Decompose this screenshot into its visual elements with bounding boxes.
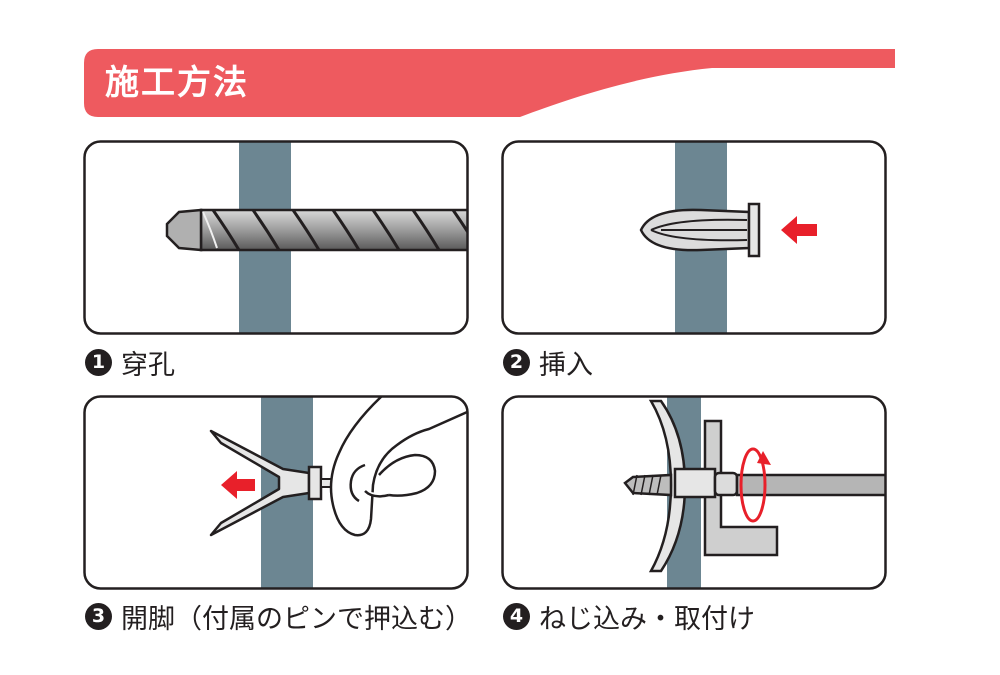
rotate-arrow-icon bbox=[739, 447, 771, 523]
step-label: 挿入 bbox=[539, 349, 593, 381]
step-1-caption: 1 穿孔 bbox=[85, 344, 175, 381]
page-title: 施工方法 bbox=[105, 63, 249, 103]
step-3-panel bbox=[83, 395, 469, 590]
step-label: 開脚（付属のピンで押込む） bbox=[121, 603, 472, 635]
step-number-badge: 2 bbox=[503, 348, 530, 376]
anchor-plug-icon bbox=[639, 202, 761, 258]
step-number-badge: 1 bbox=[85, 348, 112, 376]
step-2-panel bbox=[501, 140, 887, 335]
step-number-badge: 4 bbox=[503, 602, 530, 630]
screw-bracket-icon bbox=[623, 399, 886, 573]
step-2-caption: 2 挿入 bbox=[503, 344, 593, 381]
step-label: 穿孔 bbox=[121, 349, 175, 381]
arrow-left-icon bbox=[221, 471, 255, 499]
arrow-left-icon bbox=[781, 216, 817, 244]
header-banner bbox=[84, 49, 895, 117]
step-4-caption: 4 ねじ込み・取付け bbox=[503, 598, 755, 635]
step-label: ねじ込み・取付け bbox=[539, 603, 755, 635]
step-number-badge: 3 bbox=[85, 602, 112, 630]
step-4-panel bbox=[501, 395, 887, 590]
hand-pin-icon bbox=[329, 396, 468, 537]
step-3-caption: 3 開脚（付属のピンで押込む） bbox=[85, 598, 472, 635]
step-1-panel bbox=[83, 140, 469, 335]
drill-bit-icon bbox=[165, 208, 468, 252]
